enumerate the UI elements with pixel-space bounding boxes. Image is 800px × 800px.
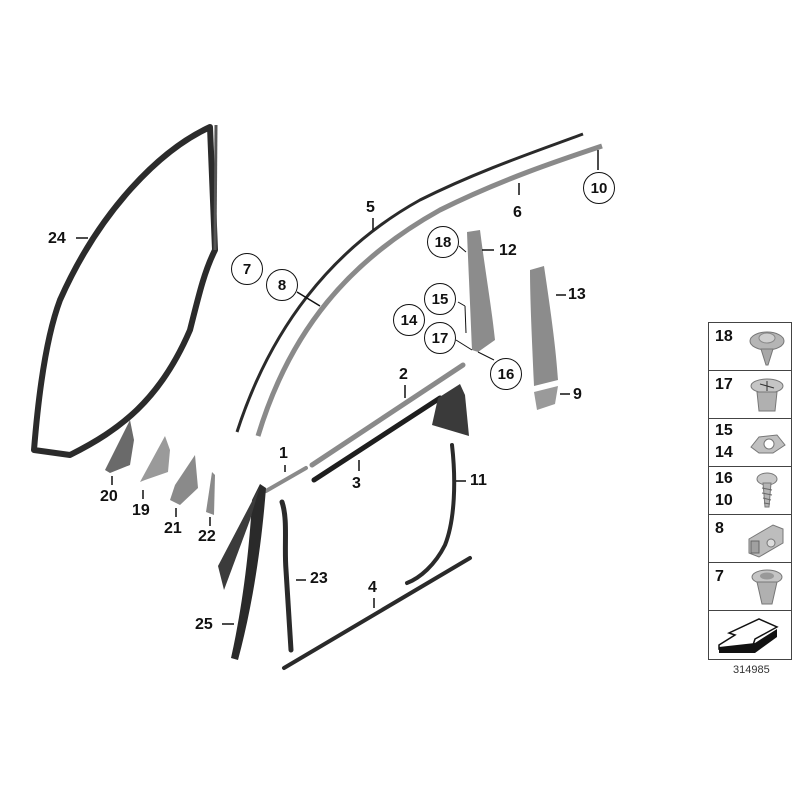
callout-2: 2 — [399, 366, 408, 383]
callout-25: 25 — [195, 616, 213, 633]
legend-label: 14 — [715, 444, 733, 461]
part-25-pillar-seal — [231, 484, 266, 660]
callout-circled-16: 16 — [490, 358, 522, 390]
part-21-mirror-cover — [170, 455, 198, 505]
part-4-sill-seal — [282, 556, 472, 670]
callout-5: 5 — [366, 199, 375, 216]
callout-circled-14: 14 — [393, 304, 425, 336]
part-19-mirror-cover — [140, 436, 170, 482]
part-22-mirror-cover — [206, 472, 215, 515]
legend-label: 18 — [715, 328, 733, 345]
part-13-pillar-cover — [530, 266, 558, 386]
callout-11: 11 — [470, 472, 487, 489]
callout-circled-18: 18 — [427, 226, 459, 258]
part-1-trim-strip — [264, 466, 308, 493]
callout-19: 19 — [132, 502, 150, 519]
direction-arrow-icon — [718, 618, 779, 653]
legend-label: 16 — [715, 470, 733, 487]
legend-cell-7: 7 — [709, 563, 791, 611]
expanding-rivet-icon — [750, 378, 784, 412]
callout-22: 22 — [198, 528, 216, 545]
legend-cell-18: 18 — [709, 323, 791, 371]
part-24-door-seal — [31, 124, 218, 458]
callout-circled-10: 10 — [583, 172, 615, 204]
legend-cell-17: 17 — [709, 371, 791, 419]
callout-12: 12 — [499, 242, 517, 259]
part-3-shaft-seal — [311, 395, 443, 483]
callout-4: 4 — [368, 579, 377, 596]
callout-24: 24 — [48, 230, 66, 247]
retaining-plate-icon — [750, 434, 786, 454]
document-number: 314985 — [733, 664, 770, 676]
legend-cell-arrow — [709, 611, 791, 659]
callout-1: 1 — [279, 445, 288, 462]
legend-label: 7 — [715, 568, 724, 585]
callout-circled-15: 15 — [424, 283, 456, 315]
legend-cell-16-10: 16 10 — [709, 467, 791, 515]
callout-6: 6 — [513, 204, 522, 221]
callout-20: 20 — [100, 488, 118, 505]
part-20-mirror-cover — [105, 420, 134, 473]
part-9-pillar-cover-lower — [534, 386, 558, 410]
callout-3: 3 — [352, 475, 361, 492]
callout-23: 23 — [310, 570, 328, 587]
legend-cell-15-14: 15 14 — [709, 419, 791, 467]
legend-cell-8: 8 — [709, 515, 791, 563]
part-23-front-seal — [279, 499, 294, 653]
part-6-roof-trim — [255, 143, 603, 437]
push-rivet-clip-icon — [749, 331, 785, 366]
plastic-expanding-nut-icon — [751, 569, 783, 605]
callout-9: 9 — [573, 386, 582, 403]
legend-label: 15 — [715, 422, 733, 439]
part-5-roof-seal — [235, 132, 584, 433]
part-12-pillar-trim — [467, 230, 495, 352]
part-11-rear-seal — [405, 443, 457, 585]
part-2-window-channel — [309, 362, 466, 468]
callout-circled-7: 7 — [231, 253, 263, 285]
callout-13: 13 — [568, 286, 586, 303]
fastener-legend: 18 17 15 14 16 10 8 7 — [708, 322, 792, 660]
part-mirror-bracket — [432, 384, 469, 436]
self-tapping-screw-icon — [756, 472, 778, 508]
callout-21: 21 — [164, 520, 182, 537]
legend-label: 8 — [715, 520, 724, 537]
legend-label: 17 — [715, 376, 733, 393]
callout-circled-17: 17 — [424, 322, 456, 354]
callout-circled-8: 8 — [266, 269, 298, 301]
trim-clip-icon — [748, 524, 784, 558]
legend-label: 10 — [715, 492, 733, 509]
